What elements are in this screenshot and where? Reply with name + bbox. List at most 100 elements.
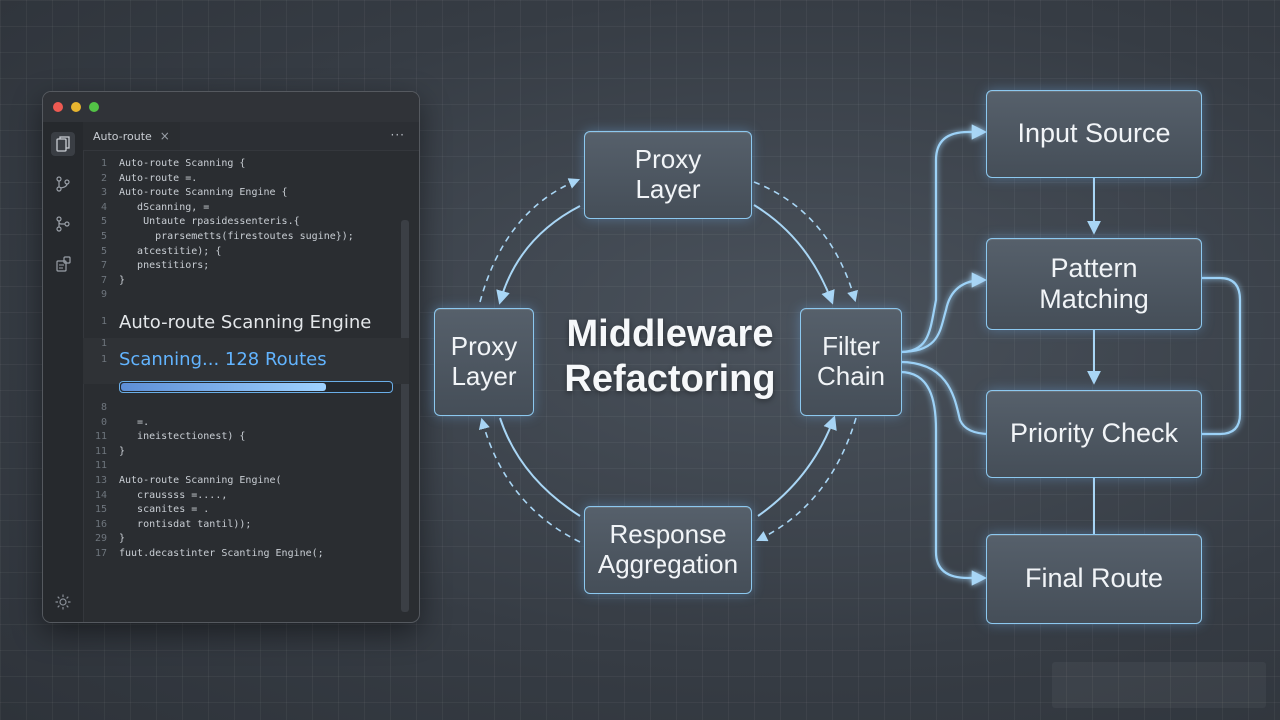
maximize-window-button[interactable] — [89, 102, 99, 112]
arrow-filter-to-response — [757, 415, 837, 517]
code-text: } — [119, 274, 126, 286]
line-number: 1 — [100, 316, 107, 327]
line-number: 1 — [100, 354, 107, 365]
code-line: 7} — [83, 273, 409, 288]
code-line: 29} — [83, 531, 409, 546]
line-number: 5 — [100, 231, 107, 242]
code-line: 11} — [83, 444, 409, 459]
more-actions-icon[interactable]: ··· — [390, 128, 405, 142]
scan-progress-fill — [121, 383, 327, 391]
line-number: 15 — [94, 504, 107, 516]
code-text: atcestitie); { — [119, 245, 222, 257]
cycle-arrows — [496, 204, 837, 517]
node-filter-chain[interactable]: Filter Chain — [800, 308, 902, 416]
code-line: 14 craussss =...., — [83, 488, 409, 503]
connector-to-priority-check — [899, 360, 991, 436]
node-label: Pattern Matching — [1039, 252, 1149, 314]
code-line: 4 dScanning, = — [83, 200, 409, 215]
node-label: Final Route — [1024, 563, 1164, 594]
connector-to-input-source — [899, 124, 988, 354]
line-number: 7 — [100, 274, 107, 286]
connector-to-final-route — [899, 370, 988, 586]
line-number: 13 — [94, 475, 107, 486]
arrow-proxy-top-to-filter — [753, 204, 835, 305]
tab-bar: Auto-route × ··· — [83, 122, 419, 151]
scan-progress-bar — [119, 381, 393, 393]
line-number: 1 — [100, 158, 107, 169]
code-line: 5 prarsemetts(firestoutes sugine}); — [83, 229, 409, 244]
tab-close-icon[interactable]: × — [159, 129, 170, 143]
tab-auto-route[interactable]: Auto-route × — [83, 122, 180, 150]
arrow-response-to-proxy-left — [499, 417, 581, 517]
dashed-arrow-to-response — [755, 417, 857, 542]
line-number: 29 — [94, 533, 107, 545]
fan-out-connectors — [899, 124, 1242, 586]
code-line: 11 — [83, 458, 409, 473]
close-window-button[interactable] — [53, 102, 63, 112]
settings-gear-icon[interactable] — [51, 590, 75, 614]
code-line: 11 ineistectionest) { — [83, 429, 409, 444]
code-line: 15 scanites = . — [83, 502, 409, 517]
node-response-aggregation[interactable]: Response Aggregation — [584, 506, 752, 594]
line-number: 16 — [94, 518, 107, 530]
diagram-title: Middleware Refactoring — [564, 313, 776, 400]
line-number: 3 — [100, 187, 107, 199]
files-icon[interactable] — [51, 132, 75, 156]
scan-status-text: Scanning... 128 Routes — [119, 349, 327, 370]
line-number: 5 — [100, 245, 107, 257]
line-number: 1 — [100, 338, 107, 349]
branch-icon[interactable] — [51, 212, 75, 236]
code-text: Auto-route Scanning Engine { — [119, 187, 288, 199]
source-control-icon[interactable] — [51, 172, 75, 196]
code-text: prarsemetts(firestoutes sugine}); — [119, 231, 354, 242]
node-proxy-layer-top[interactable]: Proxy Layer — [584, 131, 752, 219]
tab-label: Auto-route — [93, 129, 152, 143]
scanner-heading: Auto-route Scanning Engine — [119, 312, 372, 333]
line-number: 4 — [100, 201, 107, 213]
code-line: 9 — [83, 287, 409, 302]
node-priority-check[interactable]: Priority Check — [986, 390, 1202, 478]
code-text: rontisdat tantil)); — [119, 518, 252, 530]
minimize-window-button[interactable] — [71, 102, 81, 112]
node-proxy-layer-left[interactable]: Proxy Layer — [434, 308, 534, 416]
extensions-icon[interactable] — [51, 252, 75, 276]
line-number: 0 — [100, 416, 107, 428]
code-text: Auto-route =. — [119, 172, 198, 184]
code-line: 2 Auto-route =. — [83, 171, 409, 186]
code-text: } — [119, 533, 126, 545]
dashed-arrow-to-filter — [753, 181, 858, 303]
line-number: 11 — [94, 445, 107, 457]
node-label: Response Aggregation — [597, 519, 739, 579]
vertical-scrollbar[interactable] — [401, 220, 409, 612]
dashed-arrow-to-proxy-top — [479, 178, 581, 303]
node-input-source[interactable]: Input Source — [986, 90, 1202, 178]
code-text: craussss =...., — [119, 489, 228, 501]
dashed-arrow-to-proxy-left — [478, 417, 581, 543]
code-text: dScanning, = — [119, 201, 210, 213]
code-text: Untaute rpasidessenteris.{ — [119, 216, 300, 228]
code-line: 3 Auto-route Scanning Engine { — [83, 185, 409, 200]
line-number: 2 — [100, 172, 107, 184]
arrow-proxy-top-to-proxy-left — [496, 205, 581, 305]
node-pattern-matching[interactable]: Pattern Matching — [986, 238, 1202, 330]
watermark-logo — [1052, 662, 1266, 708]
line-number: 17 — [94, 548, 107, 559]
node-final-route[interactable]: Final Route — [986, 534, 1202, 624]
line-number: 14 — [94, 489, 107, 501]
cycle-dashed-arrows — [478, 178, 858, 543]
code-line: 16 rontisdat tantil)); — [83, 517, 409, 532]
activity-bar — [43, 122, 84, 622]
code-text: pnestitiors; — [119, 260, 210, 272]
line-number: 7 — [100, 260, 107, 272]
line-number: 8 — [100, 402, 107, 413]
connector-to-pattern-matching — [899, 272, 988, 354]
loop-pattern-priority — [1200, 276, 1242, 436]
code-line: 7 pnestitiors; — [83, 258, 409, 273]
line-number: 11 — [94, 460, 107, 472]
code-text: Auto-route Scanning Engine( — [119, 475, 282, 486]
